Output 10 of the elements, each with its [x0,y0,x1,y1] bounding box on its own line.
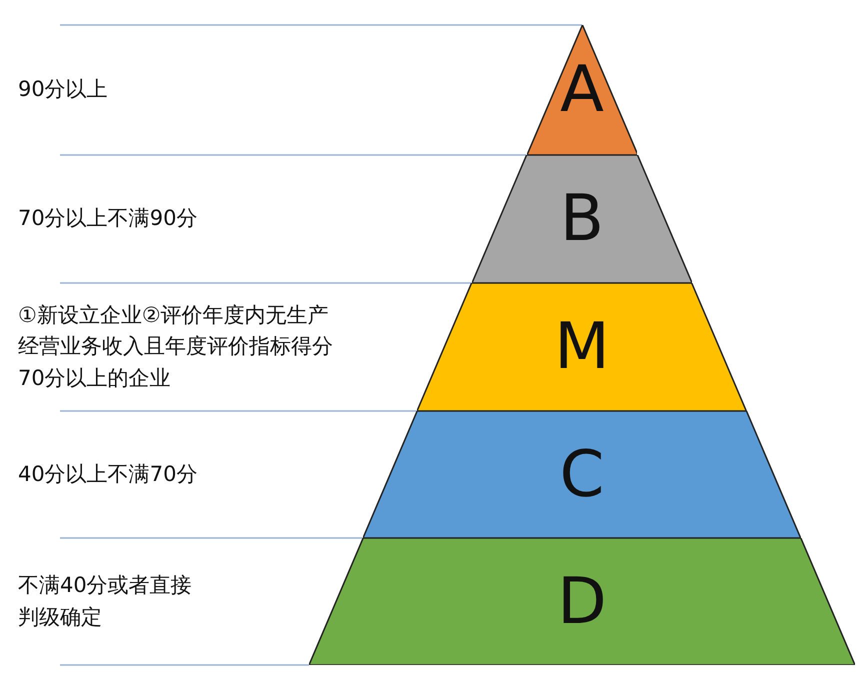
band-letter: D [557,570,607,634]
band-caption: 40分以上不满70分 [18,460,198,488]
band-letter: B [560,187,604,251]
band-caption: 不满40分或者直接判级确定 [18,572,193,630]
band-letter: C [560,442,604,506]
band-letter: A [560,58,604,122]
band-caption: 70分以上不满90分 [18,205,198,232]
band-caption: 90分以上 [18,76,108,104]
band-letter: M [554,315,610,379]
band-caption: ①新设立企业②评价年度内无生产经营业务收入且年度评价指标得分70分以上的企业 [18,302,334,392]
